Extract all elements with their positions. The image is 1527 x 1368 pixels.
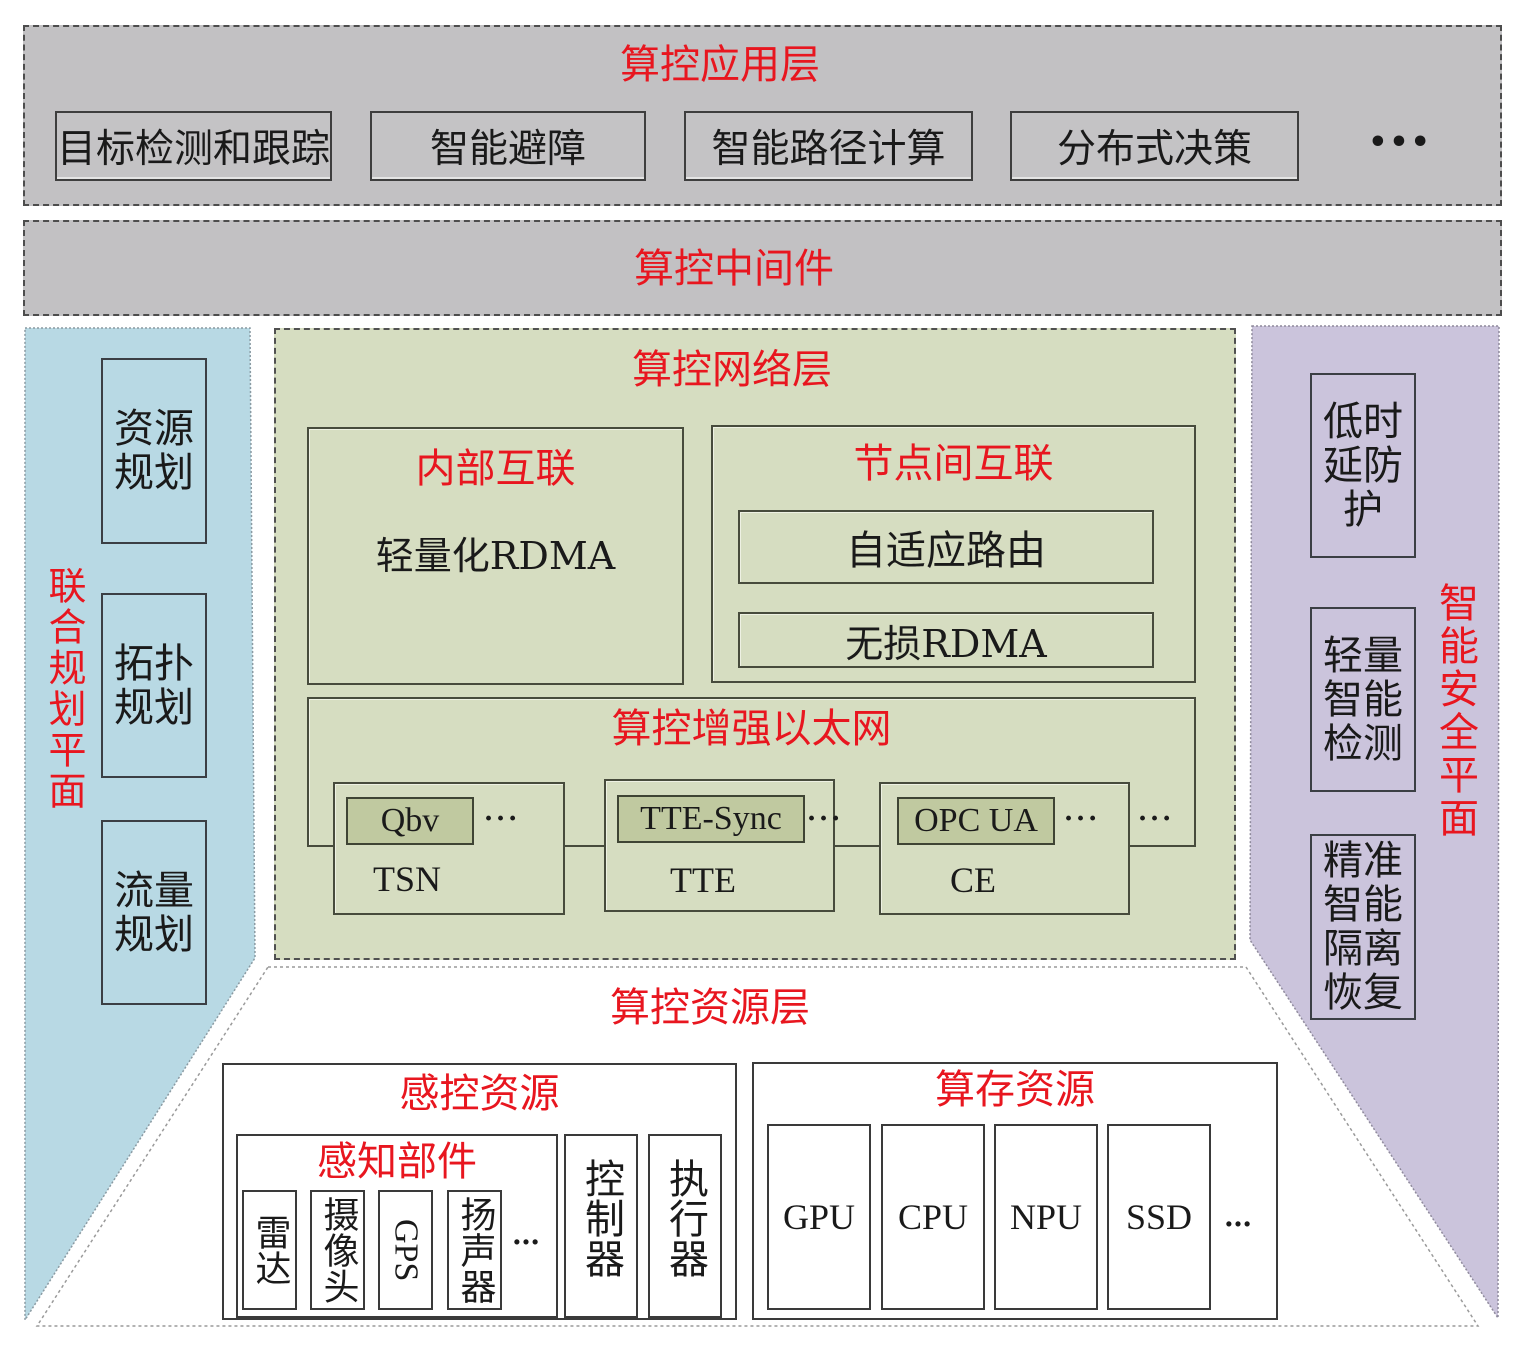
- feature-opc-ua: OPC UA: [897, 797, 1055, 845]
- sensor-more-ellipsis: …: [512, 1218, 540, 1251]
- sensor-gps: GPS: [378, 1190, 433, 1310]
- security-plane-shape: [1249, 325, 1500, 1321]
- resource-ssd: SSD: [1107, 1124, 1211, 1310]
- internal-interconnect-title: 内部互联: [415, 446, 576, 492]
- tte-more-ellipsis: ···: [807, 804, 844, 834]
- sensor-speaker: 扬声器: [447, 1190, 502, 1310]
- planning-item-traffic: 流量规划: [101, 820, 207, 1005]
- sensor-camera-label: 摄像头: [317, 1196, 359, 1304]
- security-item-isolation-recovery: 精准智能隔离恢复: [1310, 834, 1416, 1020]
- sensor-radar-label: 雷达: [249, 1214, 291, 1286]
- middleware-layer: 算控中间件: [23, 220, 1502, 316]
- resource-more-ellipsis: …: [1224, 1200, 1252, 1233]
- lightweight-rdma-label: 轻量化RDMA: [375, 534, 616, 578]
- protocol-name-ce: CE: [950, 860, 997, 900]
- internal-interconnect-box: 内部互联 轻量化RDMA: [307, 427, 684, 685]
- controller-box: 控制器: [564, 1134, 638, 1318]
- planning-plane-shape: [24, 327, 256, 1323]
- planning-plane-title: 联合规划平面: [42, 566, 86, 812]
- sensing-control-title: 感控资源: [399, 1071, 560, 1117]
- security-plane-title: 智能安全平面: [1432, 582, 1478, 840]
- adaptive-routing-box: 自适应路由: [738, 510, 1154, 584]
- app-item-obstacle-avoidance: 智能避障: [370, 111, 646, 181]
- app-item-target-detection: 目标检测和跟踪: [55, 111, 332, 181]
- ethernet-more-ellipsis: ···: [1138, 804, 1175, 834]
- sensor-camera: 摄像头: [310, 1190, 365, 1310]
- sensor-speaker-label: 扬声器: [454, 1196, 496, 1304]
- security-item-low-latency: 低时延防护: [1310, 373, 1416, 558]
- feature-qbv: Qbv: [346, 797, 474, 845]
- application-layer-title: 算控应用层: [620, 42, 820, 88]
- protocol-name-tsn: TSN: [373, 859, 442, 899]
- planning-item-resource: 资源规划: [101, 358, 207, 544]
- app-item-distributed-decision: 分布式决策: [1010, 111, 1299, 181]
- network-layer-title: 算控网络层: [632, 347, 832, 393]
- lossless-rdma-box: 无损RDMA: [738, 612, 1154, 668]
- inter-node-interconnect-title: 节点间互联: [853, 441, 1054, 487]
- actuator-box: 执行器: [648, 1134, 722, 1318]
- ce-more-ellipsis: ···: [1064, 804, 1101, 834]
- middleware-title: 算控中间件: [634, 246, 834, 292]
- compute-storage-title: 算存资源: [935, 1067, 1095, 1113]
- actuator-label: 执行器: [662, 1158, 708, 1278]
- resource-gpu: GPU: [767, 1124, 871, 1310]
- sensor-radar: 雷达: [242, 1190, 297, 1310]
- resource-npu: NPU: [994, 1124, 1098, 1310]
- app-item-path-computation: 智能路径计算: [684, 111, 973, 181]
- sensing-components-title: 感知部件: [317, 1139, 477, 1185]
- planning-item-topology: 拓扑规划: [101, 593, 207, 778]
- security-item-lightweight-detection: 轻量智能检测: [1310, 607, 1416, 792]
- enhanced-ethernet-title: 算控增强以太网: [611, 706, 892, 752]
- resource-cpu: CPU: [881, 1124, 985, 1310]
- controller-label: 控制器: [578, 1158, 624, 1278]
- resource-layer-title: 算控资源层: [610, 985, 810, 1031]
- feature-tte-sync: TTE-Sync: [617, 795, 805, 843]
- tsn-more-ellipsis: ···: [484, 804, 521, 834]
- app-more-ellipsis: •••: [1368, 124, 1432, 160]
- sensor-gps-label: GPS: [387, 1218, 425, 1282]
- protocol-name-tte: TTE: [670, 860, 736, 900]
